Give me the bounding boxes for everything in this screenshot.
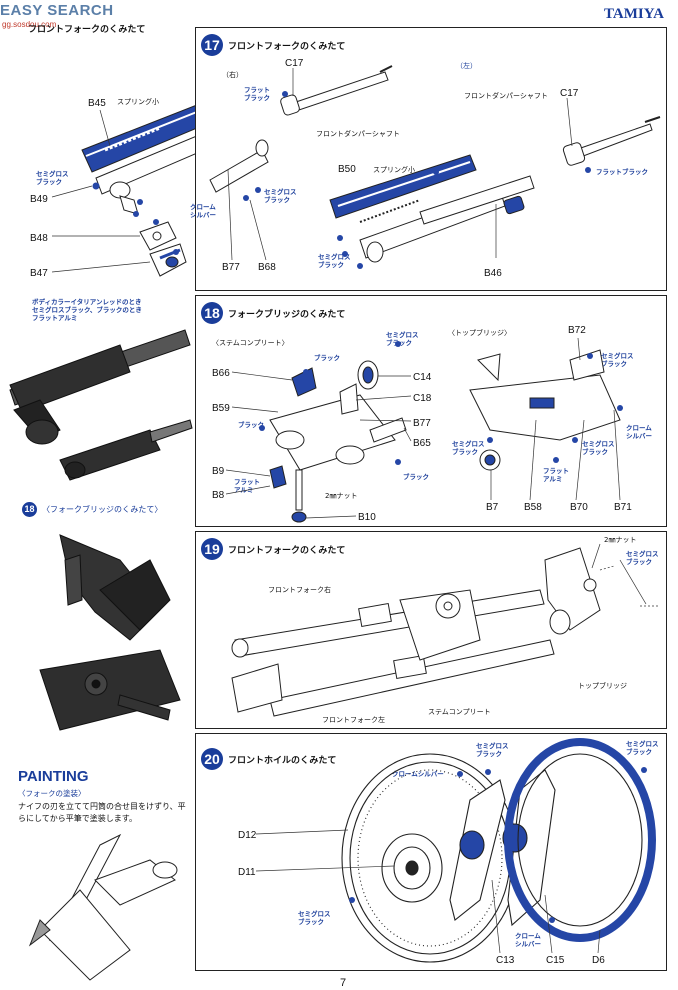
- label-b7: B7: [486, 502, 499, 513]
- painting-subheading: 〈フォークの塗装〉: [18, 789, 86, 798]
- painting-heading: PAINTING: [18, 768, 89, 785]
- label-c15: C15: [546, 955, 565, 966]
- photo-caption-number: 18: [22, 502, 37, 517]
- label-damper-shaft-a: フロントダンパーシャフト: [316, 130, 400, 138]
- label-b72: B72: [568, 325, 586, 336]
- page-number: 7: [340, 977, 347, 989]
- label-b58: B58: [524, 502, 542, 513]
- step17-title: フロントフォークのくみたて: [228, 42, 346, 52]
- step19-panel: [195, 531, 667, 729]
- label-b50: B50: [338, 164, 356, 175]
- step17-number: 17: [201, 34, 223, 56]
- label-nut-18: 2㎜ナット: [325, 492, 358, 500]
- label-spring-small: スプリング小: [117, 98, 159, 106]
- label-b70: B70: [570, 502, 588, 513]
- label-b8: B8: [212, 490, 225, 501]
- label-fork-left: フロントフォーク左: [322, 716, 385, 724]
- label-b45: B45: [88, 98, 106, 109]
- paint-chrome-silver-20a: クロームシルバー: [392, 770, 444, 778]
- label-c18: C18: [413, 393, 432, 404]
- step20-title: フロントホイルのくみたて: [228, 756, 337, 766]
- paint-chrome-silver-17: クローム シルバー: [190, 203, 216, 219]
- top-left-title: フロントフォークのくみたて: [28, 25, 146, 35]
- paint-chrome-silver-18: クローム シルバー: [626, 424, 652, 440]
- step20-number: 20: [201, 748, 223, 770]
- watermark-url: gg.sosdou.com: [2, 20, 57, 29]
- step17-left-label: （左）: [456, 62, 477, 70]
- label-stem-complete: ステムコンプリート: [428, 708, 491, 716]
- label-b10: B10: [358, 512, 376, 523]
- step18-stem-label: 〈ステムコンプリート〉: [212, 339, 289, 347]
- label-d11: D11: [238, 867, 256, 878]
- label-top-bridge: トップブリッジ: [578, 682, 627, 690]
- label-b65: B65: [413, 438, 431, 449]
- label-spring-small-17: スプリング小: [373, 166, 415, 174]
- paint-semigloss-20a: セミグロス ブラック: [476, 742, 509, 758]
- step19-title: フロントフォークのくみたて: [228, 546, 346, 556]
- paint-semigloss-20c: セミグロス ブラック: [298, 910, 331, 926]
- label-d6: D6: [592, 955, 605, 966]
- paint-flat-alu-18b: フラット アルミ: [543, 467, 569, 483]
- watermark-logo: EASY SEARCH gg.sosdou.com: [0, 0, 175, 32]
- label-c13: C13: [496, 955, 515, 966]
- step18-panel: [195, 295, 667, 527]
- paint-semigloss-17b: セミグロス ブラック: [318, 253, 351, 269]
- paint-black-18b: ブラック: [238, 421, 264, 429]
- paint-semigloss-17a: セミグロス ブラック: [264, 188, 297, 204]
- paint-black-18c: ブラック: [403, 473, 429, 481]
- paint-semigloss-18d: セミグロス ブラック: [582, 440, 615, 456]
- label-b48: B48: [30, 233, 48, 244]
- label-b47: B47: [30, 268, 48, 279]
- label-b9: B9: [212, 466, 225, 477]
- paint-semigloss-20b: セミグロス ブラック: [626, 740, 659, 756]
- label-b59: B59: [212, 403, 230, 414]
- paint-flat-black-b: フラットブラック: [596, 168, 648, 176]
- label-fork-right: フロントフォーク右: [268, 586, 331, 594]
- label-b66: B66: [212, 368, 230, 379]
- paint-semigloss-18a: セミグロス ブラック: [386, 331, 419, 347]
- label-b77-18: B77: [413, 418, 431, 429]
- label-damper-shaft-b: フロントダンパーシャフト: [464, 92, 548, 100]
- watermark-text: EASY SEARCH: [0, 2, 114, 19]
- label-b68: B68: [258, 262, 276, 273]
- paint-semigloss-black: セミグロス ブラック: [36, 170, 69, 186]
- paint-semigloss-18c: セミグロス ブラック: [452, 440, 485, 456]
- label-c17-a: C17: [285, 58, 304, 69]
- label-d12: D12: [238, 830, 257, 841]
- paint-flat-black-a: フラット ブラック: [244, 86, 270, 102]
- label-b77-17: B77: [222, 262, 240, 273]
- label-b71: B71: [614, 502, 632, 513]
- paint-body-color-note: ボディカラーイタリアンレッドのとき セミグロスブラック、ブラックのとき フラット…: [32, 298, 142, 322]
- label-b46: B46: [484, 268, 502, 279]
- paint-black-18a: ブラック: [314, 354, 340, 362]
- brand-logo: TAMIYA: [603, 6, 664, 22]
- label-nut-19: 2㎜ナット: [604, 536, 637, 544]
- step17-right-label: （右）: [222, 71, 243, 79]
- paint-flat-alu-18a: フラット アルミ: [234, 478, 260, 494]
- step20-panel: [195, 733, 667, 971]
- label-b49: B49: [30, 194, 48, 205]
- step19-number: 19: [201, 538, 223, 560]
- paint-semigloss-18b: セミグロス ブラック: [601, 352, 634, 368]
- step18-number: 18: [201, 302, 223, 324]
- painting-body: ナイフの刃を立てて円筒の合せ目をけずり、平らにしてから平筆で塗装します。: [18, 802, 186, 823]
- paint-semigloss-19: セミグロス ブラック: [626, 550, 659, 566]
- photo-caption-title: 〈フォークブリッジのくみたて〉: [42, 505, 163, 514]
- paint-chrome-silver-20b: クローム シルバー: [515, 932, 541, 948]
- step17-panel: [195, 27, 667, 291]
- step18-top-bridge-label: 〈トップブリッジ〉: [448, 329, 511, 337]
- label-c17-b: C17: [560, 88, 579, 99]
- step18-title: フォークブリッジのくみたて: [228, 310, 346, 320]
- label-c14: C14: [413, 372, 432, 383]
